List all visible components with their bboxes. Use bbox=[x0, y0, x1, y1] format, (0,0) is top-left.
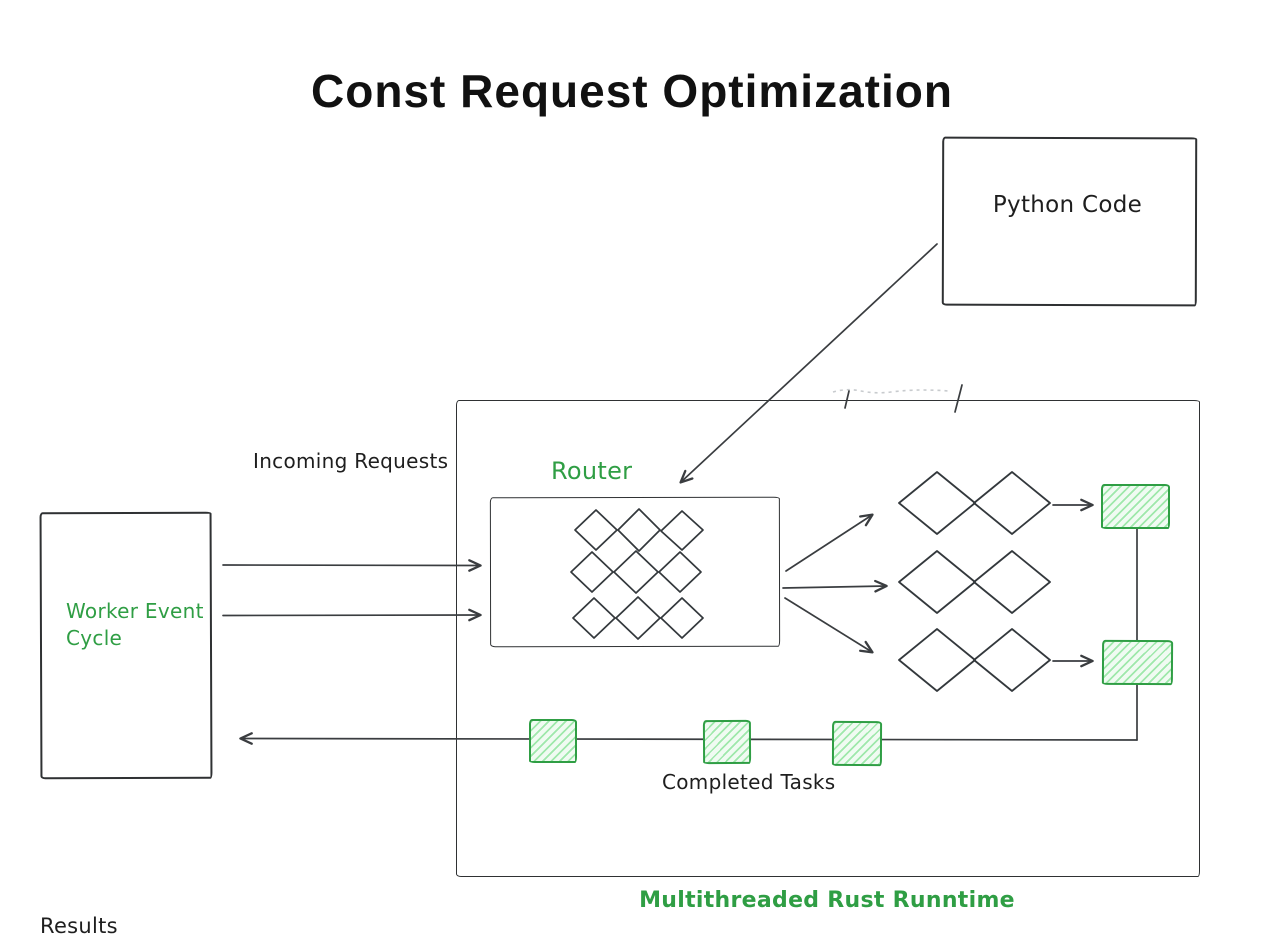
worker-event-cycle-label: Worker Event Cycle bbox=[66, 599, 204, 650]
runtime-label: Multithreaded Rust Runntime bbox=[639, 888, 1015, 913]
python-code-label: Python Code bbox=[992, 192, 1143, 218]
python-code-box bbox=[941, 136, 1198, 307]
completed-task-box-1 bbox=[529, 719, 577, 763]
faint-erased-text-mark bbox=[832, 388, 950, 394]
partial-cutoff-text: Results bbox=[40, 914, 118, 938]
page-title: Const Request Optimization bbox=[311, 65, 953, 117]
completed-task-box-3 bbox=[831, 720, 883, 767]
incoming-arrow-2 bbox=[222, 608, 482, 622]
task-result-box-bottom bbox=[1101, 639, 1174, 686]
completed-tasks-label: Completed Tasks bbox=[662, 770, 836, 794]
incoming-requests-label: Incoming Requests bbox=[253, 449, 449, 473]
router-label: Router bbox=[551, 457, 633, 485]
router-box bbox=[489, 496, 781, 648]
incoming-arrow-1 bbox=[222, 559, 482, 572]
completed-task-box-2 bbox=[702, 719, 752, 765]
task-result-box-top bbox=[1101, 484, 1170, 529]
